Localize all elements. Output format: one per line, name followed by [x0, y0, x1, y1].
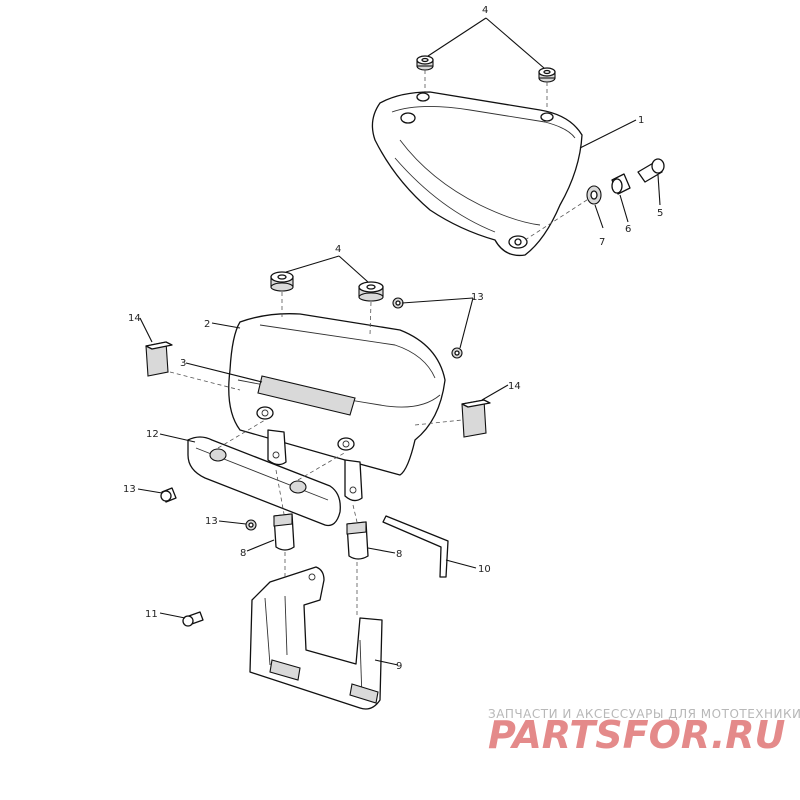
screw-part-5 [637, 158, 665, 183]
callout-14-left: 14 [128, 313, 141, 324]
callout-11: 11 [145, 609, 158, 620]
callout-13-left: 13 [123, 484, 136, 495]
grommet-top-left [416, 55, 434, 71]
trim-panel-part-12 [187, 436, 341, 527]
clip-part-8-left [273, 513, 295, 551]
bracket-part-9 [249, 566, 383, 710]
callout-6: 6 [625, 224, 631, 235]
hex-key-part-10 [382, 515, 449, 578]
screw-part-11 [182, 611, 204, 627]
callout-4-top: 4 [482, 5, 488, 16]
grommet-mid-right [358, 281, 384, 302]
callout-14-right: 14 [508, 381, 521, 392]
pad-part-14-right [461, 399, 491, 438]
cover-part-2 [228, 313, 446, 502]
screw-13-top-a [392, 297, 404, 309]
callout-2: 2 [204, 319, 210, 330]
callout-1: 1 [638, 115, 644, 126]
washer-part-7 [586, 185, 602, 205]
callout-10: 10 [478, 564, 491, 575]
grommet-top-right [538, 67, 556, 83]
spacer-part-6 [611, 173, 631, 195]
watermark-logo: PARTSFOR.RU [488, 713, 786, 757]
pad-part-14-left [145, 341, 173, 377]
screw-13-bottom [245, 519, 257, 531]
callout-8-left: 8 [240, 548, 246, 559]
callout-9: 9 [396, 661, 402, 672]
callout-5: 5 [657, 208, 663, 219]
callout-8-right: 8 [396, 549, 402, 560]
callout-13-bottom: 13 [205, 516, 218, 527]
callout-12: 12 [146, 429, 159, 440]
screw-13-left [160, 487, 177, 503]
callout-13-top: 13 [471, 292, 484, 303]
leader-lines [137, 17, 661, 666]
grommet-mid-left [270, 271, 294, 292]
callout-3: 3 [180, 358, 186, 369]
watermark-tagline: ЗАПЧАСТИ И АКСЕССУАРЫ ДЛЯ МОТОТЕХНИКИ [488, 707, 800, 721]
callout-4-mid: 4 [335, 244, 341, 255]
callout-7: 7 [599, 237, 605, 248]
side-cover-part [371, 91, 583, 257]
clip-part-8-right [346, 521, 369, 560]
screw-13-top-b [451, 347, 463, 359]
